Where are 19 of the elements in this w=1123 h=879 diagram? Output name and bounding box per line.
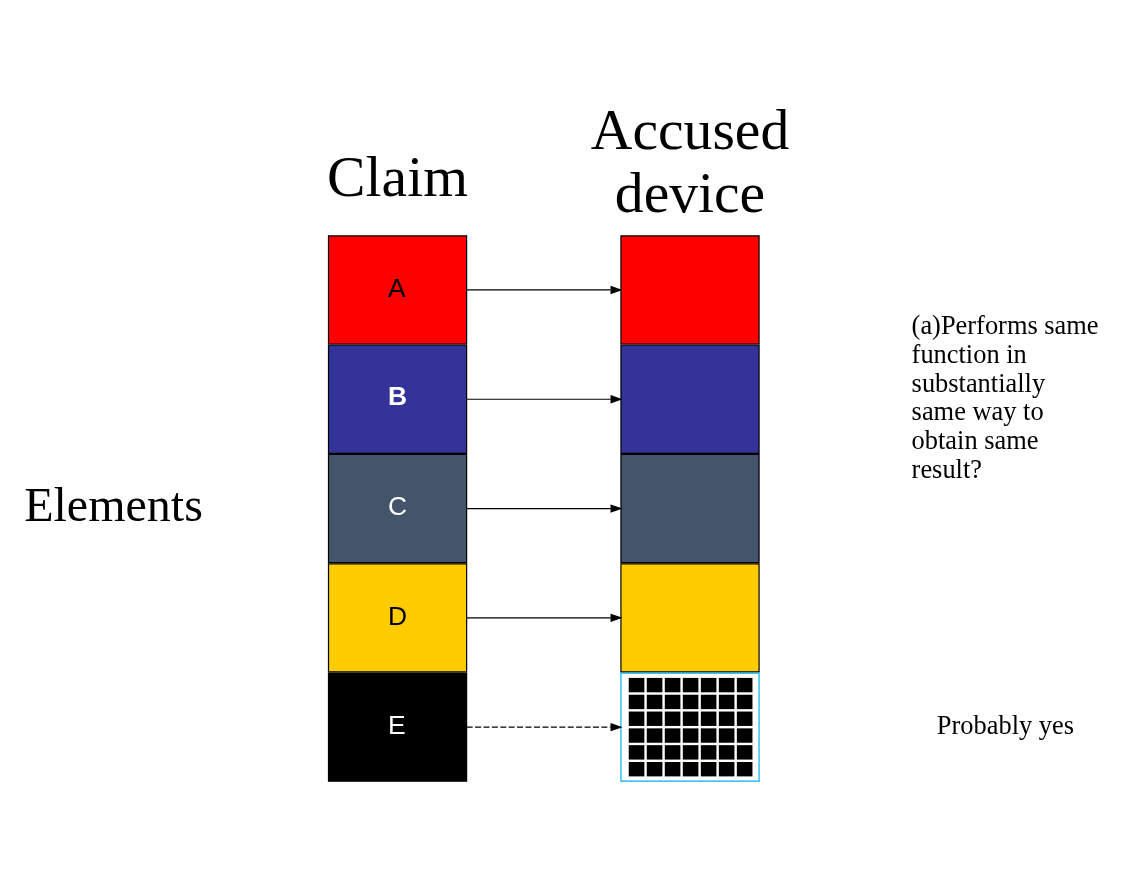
label: Elements	[24, 477, 203, 531]
label: Accused device	[590, 97, 790, 225]
node-box	[620, 344, 760, 454]
node-box: E	[327, 672, 468, 782]
node-box: C	[327, 453, 468, 564]
arrow	[466, 504, 623, 513]
node-box	[620, 453, 760, 564]
node-box	[620, 235, 760, 345]
arrow	[466, 722, 623, 732]
node-box: B	[327, 344, 468, 454]
label: (a)Performs same function in substantially same way to obtain same result?	[911, 309, 1099, 485]
arrow	[466, 613, 623, 623]
arrow	[466, 285, 623, 295]
arrow	[466, 395, 623, 404]
label: Probably yes	[936, 709, 1074, 740]
node-box: D	[327, 563, 468, 673]
node-box	[620, 563, 760, 673]
node-box: A	[327, 235, 468, 345]
label: Claim	[327, 145, 468, 209]
